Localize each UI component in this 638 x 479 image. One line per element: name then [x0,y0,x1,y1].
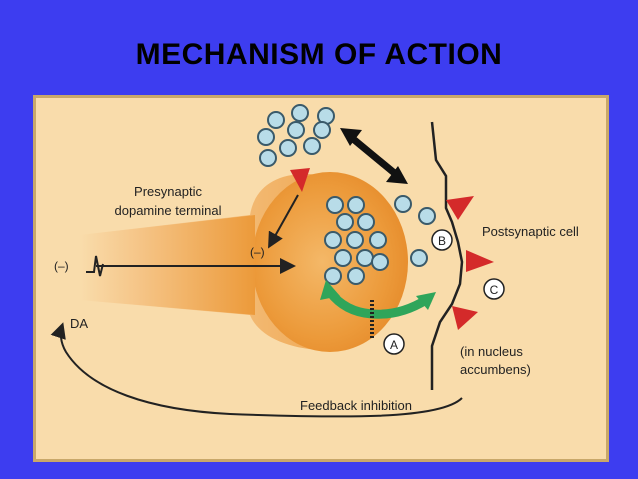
intracellular-vesicles [324,196,389,285]
presynaptic-label-line2: dopamine terminal [115,203,222,218]
autoreceptor-arrow [268,194,299,249]
vesicle [326,196,344,214]
vesicle [394,195,412,213]
vesicle [324,231,342,249]
postsynaptic-membrane [430,121,464,390]
vesicle [313,121,331,139]
svg-text:C: C [490,283,499,297]
postsynaptic-label: Postsynaptic cell [482,224,579,239]
vesicle [336,213,354,231]
autoreceptor-icon [290,168,310,192]
marker-c: C [483,278,505,300]
nucleus-label-line1: (in nucleus [460,344,523,359]
nucleus-label-line2: accumbens) [460,362,531,377]
vesicle [324,267,342,285]
receptor-icon [452,306,478,330]
vesicle [346,231,364,249]
vesicle [371,253,389,271]
vesicle [291,104,309,122]
exchange-arrow-icon [340,128,408,184]
vesicle [347,267,365,285]
svg-text:B: B [438,234,446,248]
vesicle [369,231,387,249]
transporter-arrows [320,280,436,319]
vesicle [259,149,277,167]
vesicle [279,139,297,157]
vesicle [287,121,305,139]
minus-right-label: (–) [250,245,265,259]
presynaptic-terminal [80,172,408,352]
vesicle [267,111,285,129]
presynaptic-label-line1: Presynaptic [134,184,202,199]
vesicle [356,249,374,267]
receptor-icon [466,250,494,272]
vesicle [357,213,375,231]
minus-left-label: (–) [54,259,69,273]
cleft-dopamine [394,195,436,267]
feedback-arrow [50,322,463,418]
vesicle [334,249,352,267]
vesicle [410,249,428,267]
feedback-label: Feedback inhibition [300,398,412,413]
slide-title: MECHANISM OF ACTION [135,38,503,71]
action-potential-icon [86,255,104,277]
receptor-icon [446,196,474,220]
da-label: DA [70,316,88,331]
marker-a: A [383,333,405,355]
vesicle [347,196,365,214]
vesicle [418,207,436,225]
svg-text:A: A [390,338,398,352]
vesicle [303,137,321,155]
vesicle [257,128,275,146]
marker-b: B [431,229,453,251]
released-dopamine-top [257,104,335,167]
